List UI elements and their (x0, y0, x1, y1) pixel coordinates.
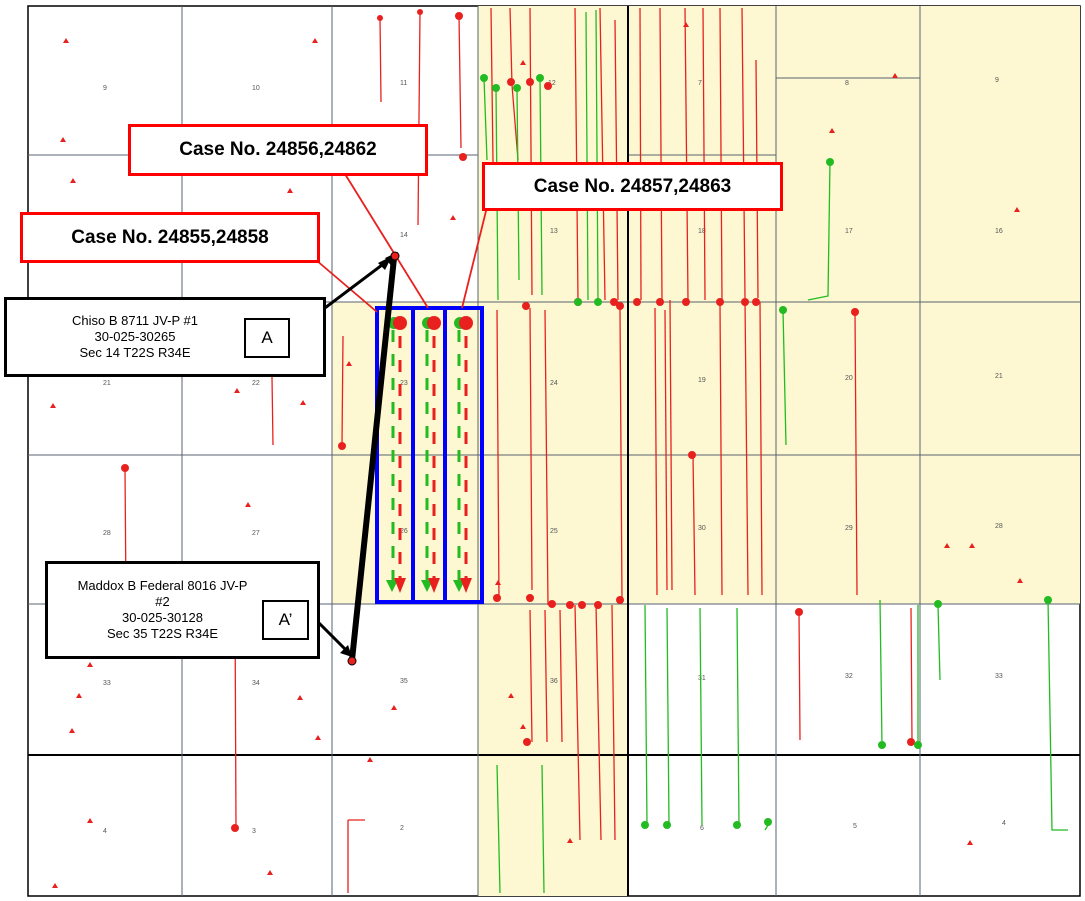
section-number: 17 (845, 228, 853, 235)
section-number: 31 (698, 675, 706, 682)
case-leader-lines (315, 173, 488, 313)
proposed-well-toes (386, 578, 472, 593)
section-number: 11 (400, 80, 407, 87)
section-number: 12 (548, 80, 556, 87)
section-number: 10 (252, 85, 260, 92)
section-number: 26 (400, 528, 408, 535)
well-a-location-text: Sec 14 T22S R34E (79, 345, 191, 360)
section-number: 28 (103, 530, 111, 537)
section-number: 14 (400, 232, 408, 239)
section-number: 7 (698, 80, 702, 87)
section-number: 29 (845, 525, 853, 532)
well-a-label: Chiso B 8711 JV-P #1 30-025-30265 Sec 14… (4, 297, 326, 377)
case-label-center: Case No. 24856,24862 (128, 124, 428, 176)
well-a-prime-location (347, 656, 357, 666)
section-number: 25 (550, 528, 558, 535)
marker-a: A (244, 318, 290, 358)
proposed-well-heads (388, 316, 473, 330)
section-number: 23 (400, 380, 408, 387)
section-number: 8 (845, 80, 849, 87)
section-number: 30 (698, 525, 706, 532)
section-number: 4 (1002, 820, 1006, 827)
section-numbers: 9 10 11 12 7 8 9 14 13 18 17 16 21 22 23… (103, 77, 1006, 835)
proposed-units (375, 306, 484, 604)
section-number: 4 (103, 828, 107, 835)
well-a-name: Chiso B 8711 JV-P #1 (72, 313, 198, 328)
section-number: 33 (995, 673, 1003, 680)
section-number: 21 (995, 373, 1003, 380)
section-number: 18 (698, 228, 706, 235)
section-number: 5 (853, 823, 857, 830)
section-number: 34 (252, 680, 260, 687)
section-number: 35 (400, 678, 408, 685)
section-number: 9 (103, 85, 107, 92)
vertical-well-symbols (46, 22, 1023, 888)
section-number: 3 (252, 828, 256, 835)
well-a-api: 30-025-30265 (94, 329, 176, 344)
section-number: 32 (845, 673, 853, 680)
section-number: 22 (252, 380, 260, 387)
red-well-heads (121, 9, 915, 832)
cross-section-line (284, 251, 400, 666)
section-number: 16 (995, 228, 1003, 235)
section-number: 20 (845, 375, 853, 382)
marker-a-prime: A’ (262, 600, 309, 640)
section-number: 27 (252, 530, 260, 537)
section-number: 13 (550, 228, 558, 235)
well-a-location (390, 251, 400, 261)
section-number: 6 (700, 825, 704, 832)
section-number: 21 (103, 380, 111, 387)
section-number: 33 (103, 680, 111, 687)
well-a-prime-api: 30-025-30128 (122, 610, 203, 625)
well-a-prime-name-suffix: #2 (155, 594, 170, 609)
section-number: 19 (698, 377, 706, 384)
section-number: 9 (995, 77, 999, 84)
case-label-left: Case No. 24855,24858 (20, 212, 320, 263)
section-number: 2 (400, 825, 404, 832)
case-label-right: Case No. 24857,24863 (482, 162, 783, 211)
proposed-well-laterals (391, 330, 468, 585)
section-number: 24 (550, 380, 558, 387)
section-number: 28 (995, 523, 1003, 530)
green-well-heads (480, 74, 1052, 829)
section-number: 36 (550, 678, 558, 685)
well-a-prime-name: Maddox B Federal 8016 JV-P (77, 578, 248, 593)
well-a-prime-location-text: Sec 35 T22S R34E (106, 626, 219, 641)
unit-outline-right (443, 306, 484, 604)
